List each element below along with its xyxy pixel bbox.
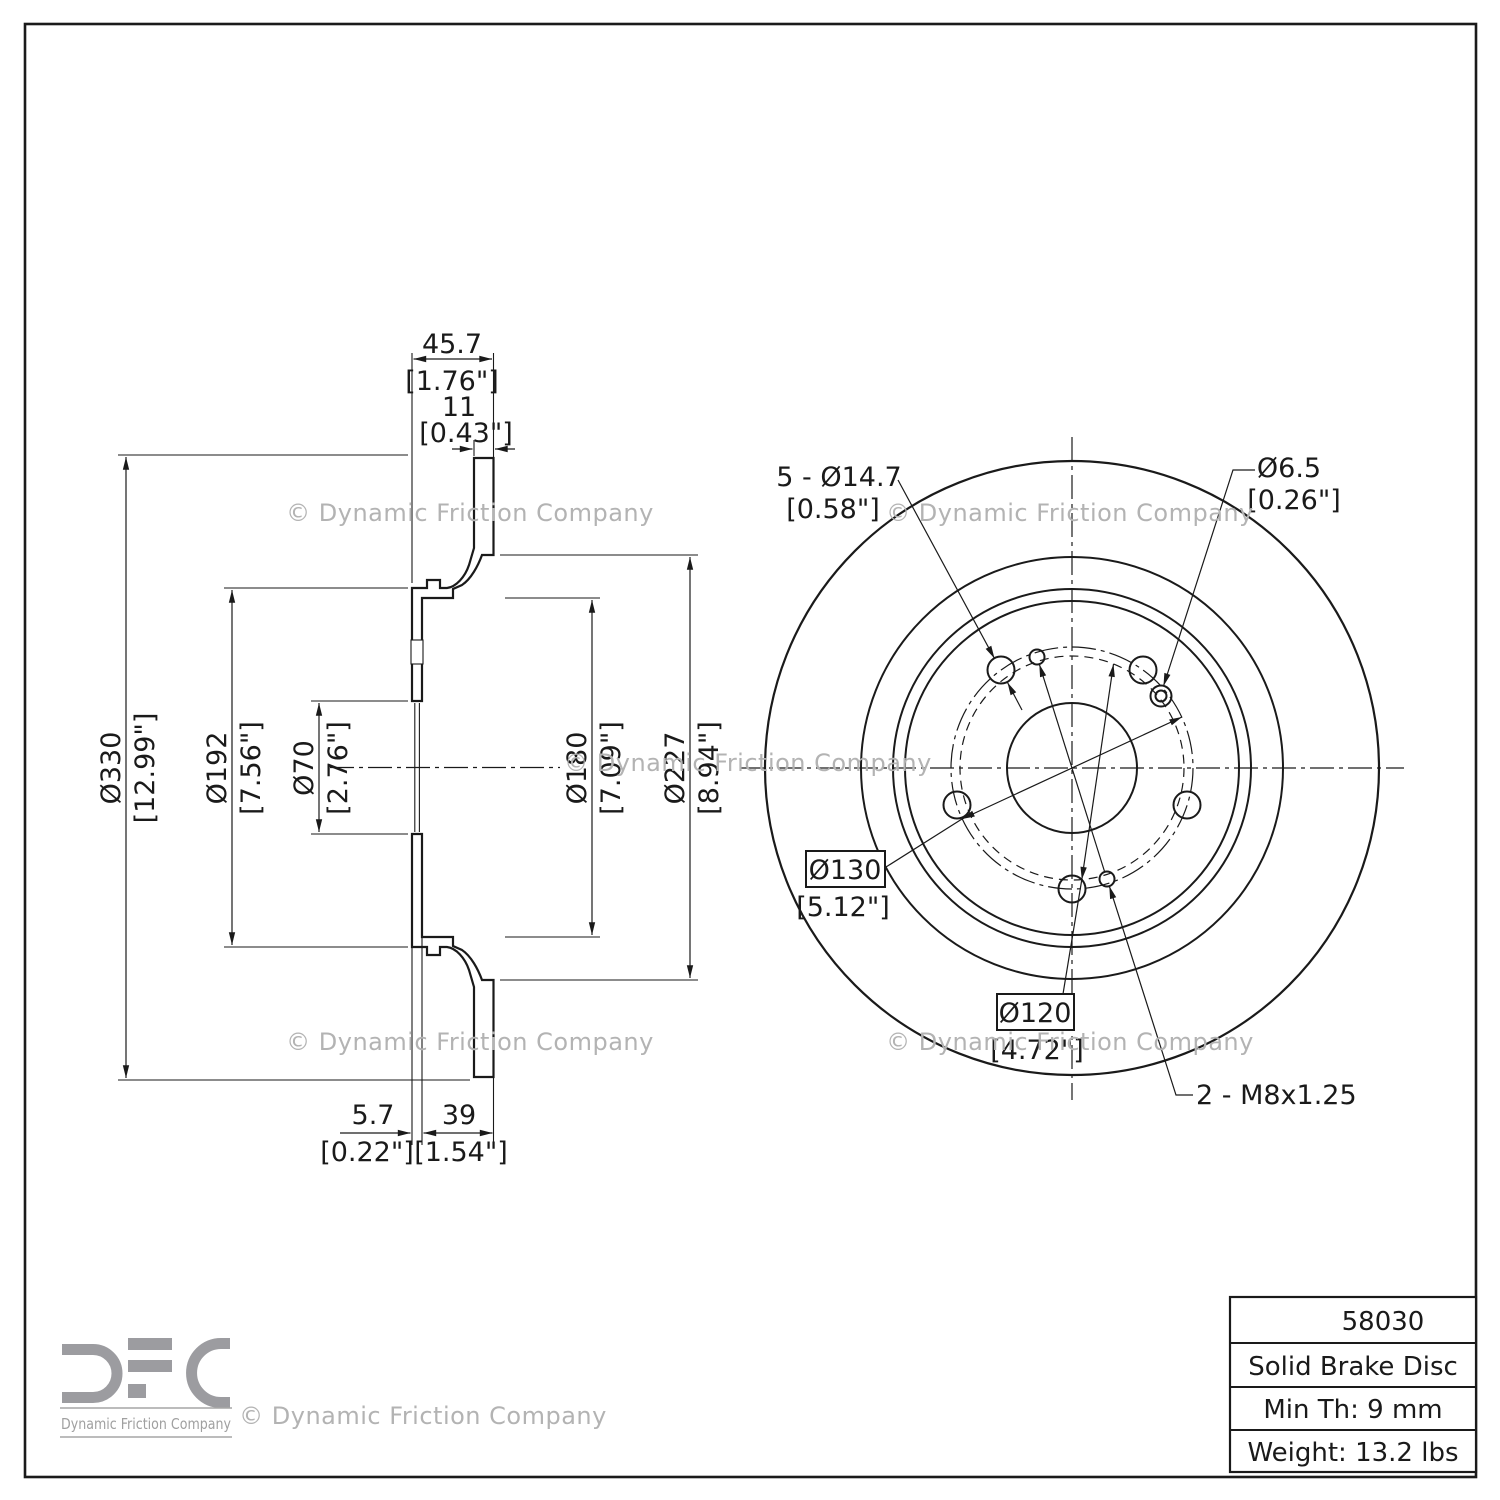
part-number: 58030	[1342, 1307, 1425, 1337]
watermark: © Dynamic Friction Company	[564, 749, 932, 777]
label-bolt-holes-mm: 5 - Ø14.7	[776, 462, 901, 493]
leader-thread-spec	[1108, 885, 1193, 1096]
part-description: Solid Brake Disc	[1248, 1352, 1458, 1382]
leader-thread-spec-far	[1038, 664, 1106, 873]
logo-letter-f	[128, 1360, 172, 1372]
label-bolt-holes-in: [0.58"]	[786, 494, 880, 525]
dim-inner-ring-diameter-in: [8.94"]	[694, 721, 725, 815]
leader-thread-circle	[1080, 664, 1115, 880]
watermark: © Dynamic Friction Company	[239, 1402, 607, 1430]
logo-company-name: Dynamic Friction Company	[61, 1415, 231, 1433]
leader-bolt-holes	[897, 479, 996, 659]
watermarks: © Dynamic Friction Company © Dynamic Fri…	[239, 499, 1254, 1430]
lug-hole	[986, 655, 1016, 685]
section-profile-top	[410, 456, 495, 703]
dim-wall-thickness-mm: 5.7	[352, 1100, 395, 1131]
front-view: 5 - Ø14.7 [0.58"] Ø6.5 [0.26"] Ø130 [5.1…	[740, 437, 1404, 1111]
leader-bolt-holes-far	[1006, 682, 1023, 711]
label-bolt-circle-box	[805, 850, 886, 888]
dim-hat-depth-in: [1.54"]	[414, 1137, 508, 1168]
logo-letter-d	[62, 1392, 86, 1403]
title-block-frame	[1228, 1295, 1478, 1474]
lug-hole	[1057, 874, 1087, 904]
dfc-logo: Dynamic Friction Company	[60, 1338, 232, 1438]
min-thickness: Min Th: 9 mm	[1263, 1395, 1442, 1425]
watermark: © Dynamic Friction Company	[886, 499, 1254, 527]
title-block: 58030 Solid Brake Disc Min Th: 9 mm Weig…	[1228, 1295, 1478, 1474]
dim-hat-inner-diameter-in: [7.09"]	[596, 721, 627, 815]
logo-letter-f	[128, 1338, 172, 1350]
logo-letter-d	[86, 1344, 123, 1403]
pin-hole	[1154, 689, 1168, 703]
dim-wall-thickness-in: [0.22"]	[320, 1137, 414, 1168]
watermark: © Dynamic Friction Company	[886, 1028, 1254, 1056]
dim-bore-diameter-in: [2.76"]	[323, 721, 354, 815]
label-bolt-circle-in: [5.12"]	[796, 892, 890, 923]
dim-outer-diameter-in: [12.99"]	[130, 713, 161, 824]
logo-letter-d	[62, 1344, 86, 1355]
dim-flange-diameter-mm: Ø192	[202, 732, 233, 805]
label-bolt-circle-mm: Ø130	[809, 855, 882, 886]
label-thread-circle-mm: Ø120	[999, 998, 1072, 1029]
part-weight: Weight: 13.2 lbs	[1247, 1438, 1458, 1468]
label-thread-circle-box	[996, 993, 1075, 1031]
watermark: © Dynamic Friction Company	[286, 499, 654, 527]
section-profile-bottom	[410, 832, 495, 1079]
dim-bore-diameter-mm: Ø70	[289, 740, 320, 796]
dim-overall-width-mm: 45.7	[422, 329, 482, 360]
dim-hat-inner-diameter-mm: Ø180	[562, 732, 593, 805]
section-view: 45.7 [1.76"] 11 [0.43"] 5.7 [0.22"] 39 […	[96, 329, 725, 1168]
leader-pin-hole	[1162, 469, 1255, 687]
leader-thread-circle-tail	[1062, 879, 1083, 995]
drawing-border	[23, 22, 1478, 1479]
lug-hole	[1128, 655, 1158, 685]
logo-letter-c	[186, 1338, 230, 1408]
label-thread-circle-in: [4.72"]	[990, 1035, 1084, 1066]
leader-bolt-circle-tail	[885, 818, 963, 868]
label-pin-hole-in: [0.26"]	[1247, 485, 1341, 516]
watermark: © Dynamic Friction Company	[286, 1028, 654, 1056]
dim-flange-diameter-in: [7.56"]	[236, 721, 267, 815]
dim-disc-thickness-in: [0.43"]	[419, 418, 513, 449]
m8-thread-hole	[1028, 648, 1046, 666]
dim-hat-depth-mm: 39	[442, 1100, 476, 1131]
bolt-circle-130	[950, 646, 1194, 890]
dim-disc-thickness-mm: 11	[442, 392, 476, 423]
logo-letter-f	[128, 1384, 146, 1398]
dim-inner-ring-diameter-mm: Ø227	[660, 732, 691, 805]
dim-overall-width-in: [1.76"]	[405, 366, 499, 397]
label-pin-hole-mm: Ø6.5	[1257, 453, 1321, 484]
pin-hole-chamfer	[1149, 684, 1173, 708]
section-bolt-hole-void	[410, 639, 424, 665]
dim-outer-diameter-mm: Ø330	[96, 732, 127, 805]
label-thread-spec: 2 - M8x1.25	[1196, 1080, 1357, 1111]
